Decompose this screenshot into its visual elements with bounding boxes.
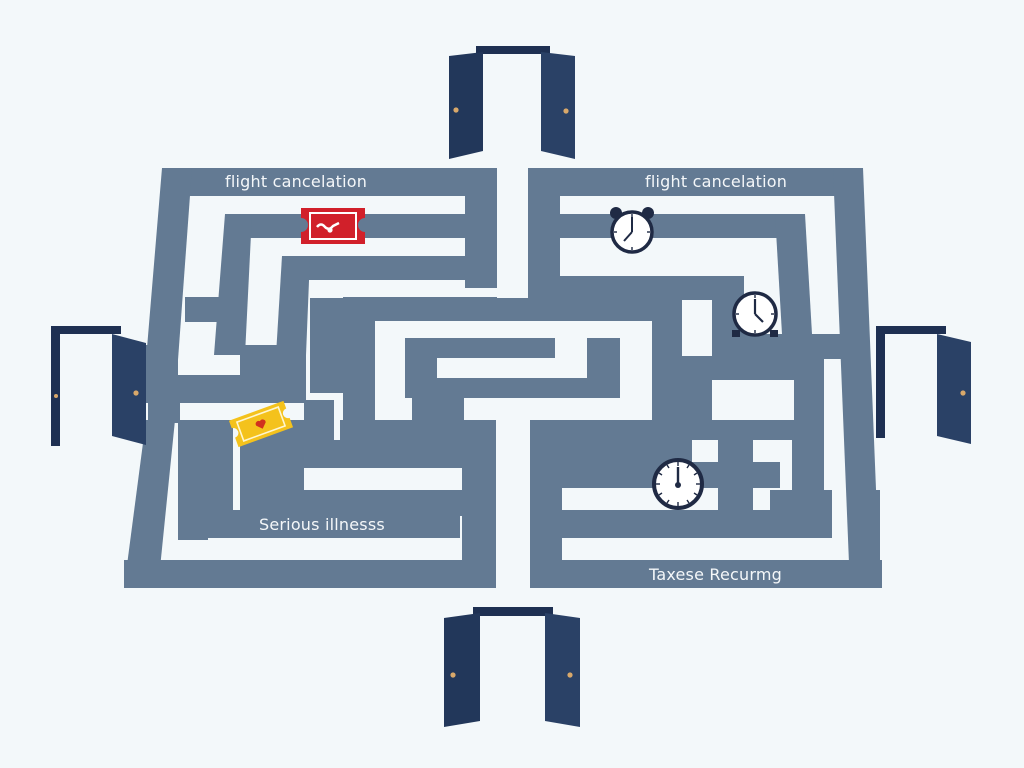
label-bottom-right: Taxese Recurmg	[649, 565, 783, 584]
wall-clock-icon[interactable]	[650, 456, 706, 512]
label-top-left: flight cancelation	[225, 172, 368, 191]
heart-ticket-icon[interactable]	[226, 396, 296, 452]
right-door-icon[interactable]	[876, 326, 971, 444]
alarm-clock-icon[interactable]	[606, 204, 658, 256]
label-top-right: flight cancelation	[645, 172, 788, 191]
left-door-icon[interactable]	[51, 326, 146, 446]
top-door-icon[interactable]	[449, 46, 575, 159]
alarm-clock-icon-2[interactable]	[730, 290, 780, 340]
label-bottom-left: Serious illnesss	[259, 515, 385, 534]
bottom-door-icon[interactable]	[444, 607, 580, 727]
plane-ticket-icon[interactable]	[297, 206, 369, 246]
